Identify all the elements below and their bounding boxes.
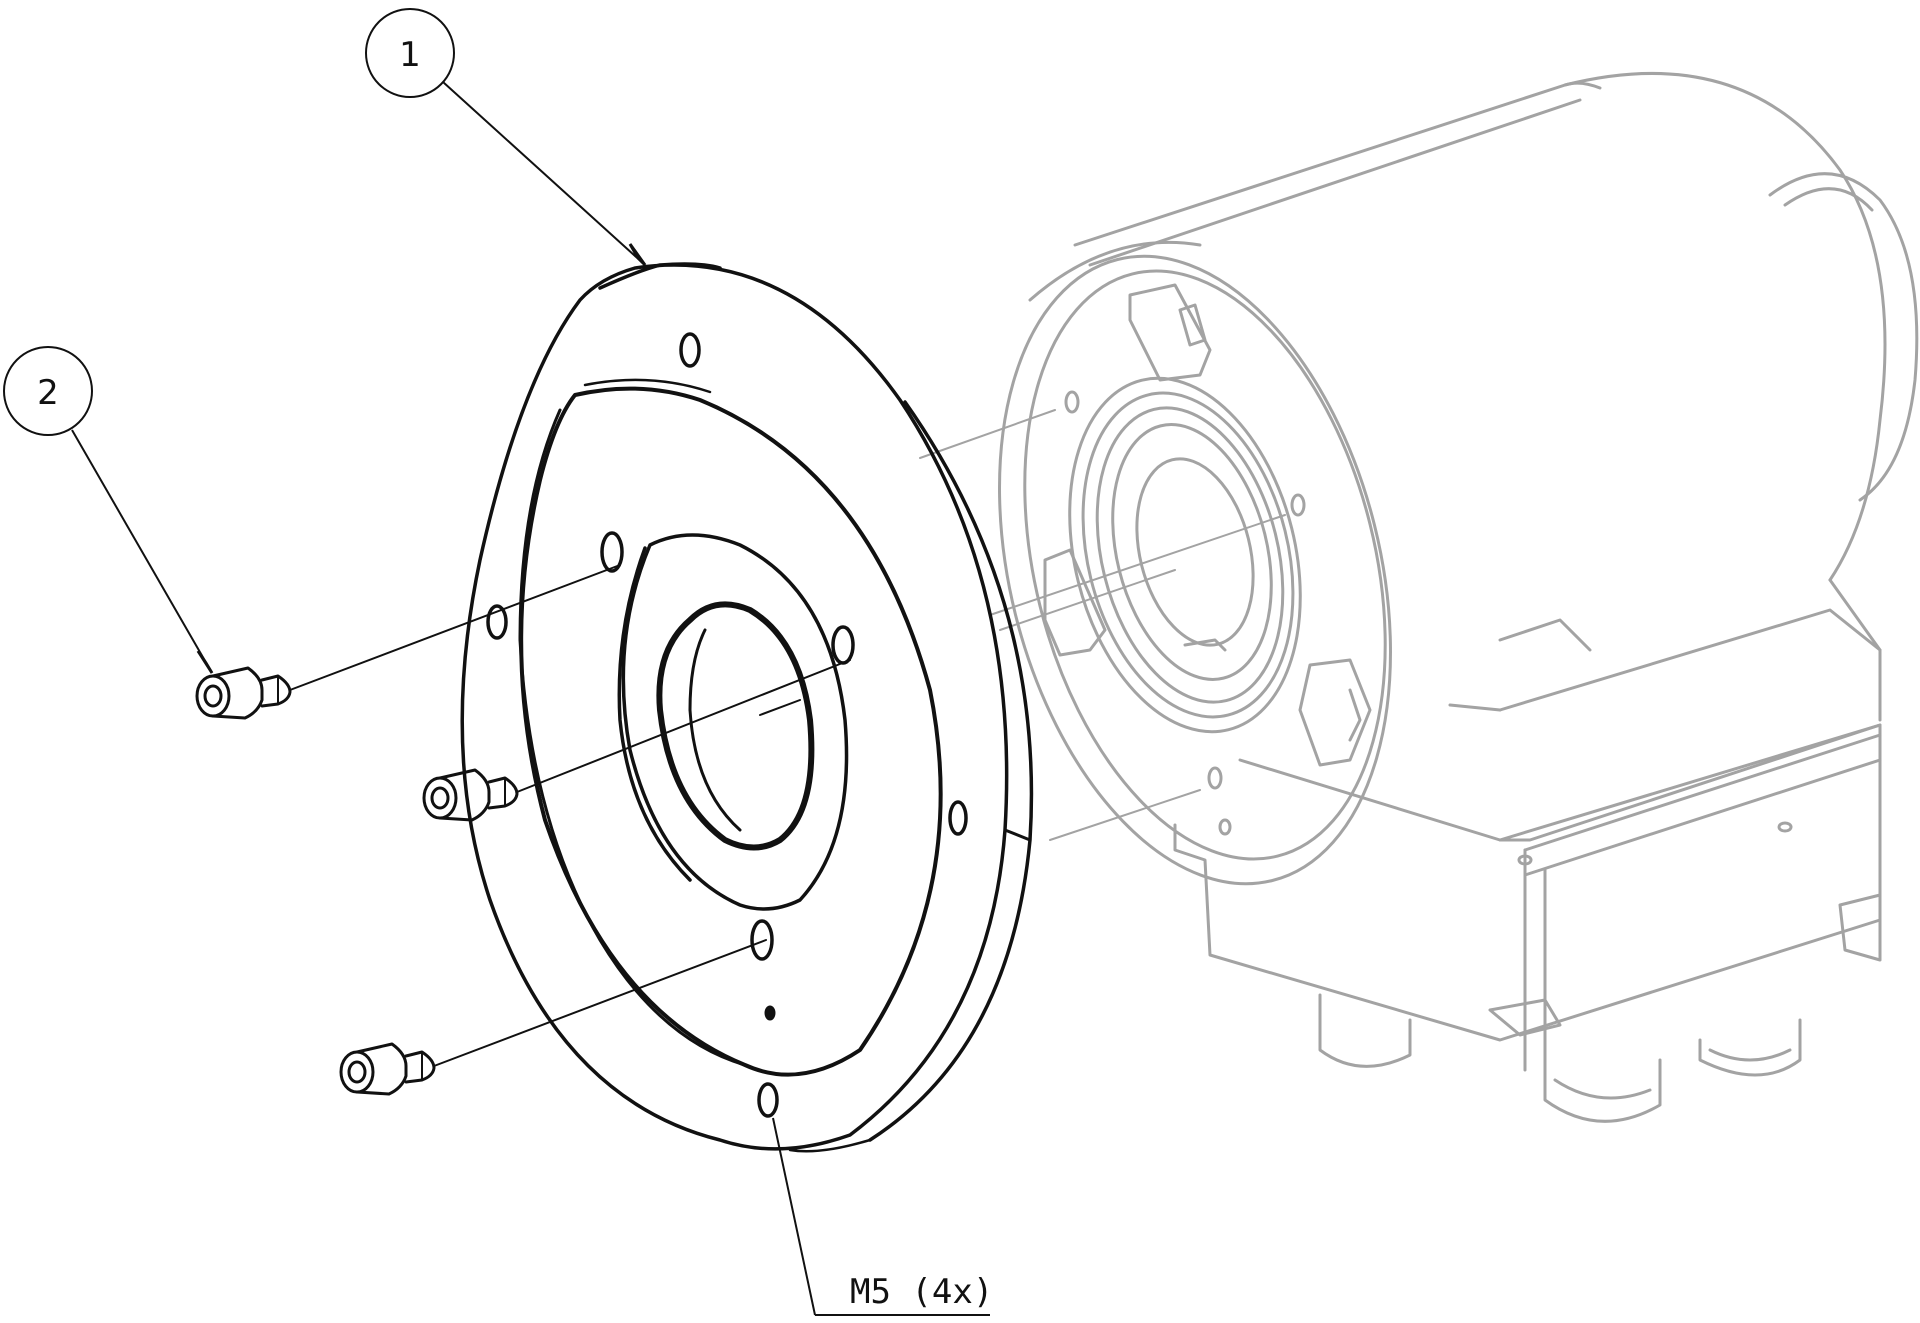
callout-1-label: 1 xyxy=(399,35,421,75)
adapter-flange xyxy=(460,262,1034,1153)
callout-1-leader xyxy=(442,81,646,266)
callout-2-label: 2 xyxy=(37,373,59,413)
callout-1: 1 xyxy=(365,8,647,267)
screw-middle xyxy=(422,768,519,822)
callout-1-bubble xyxy=(365,8,455,98)
callout-2-bubble xyxy=(3,346,93,436)
callout-2-leader xyxy=(71,429,213,674)
assembly-axis-lines xyxy=(919,409,1286,841)
thread-note-text: M5 (4x) xyxy=(850,1272,993,1312)
screw-bottom xyxy=(339,1042,436,1096)
callout-2: 2 xyxy=(3,346,214,674)
thread-note-leader xyxy=(772,1117,816,1316)
encoder-housing-phantom xyxy=(998,71,1919,886)
screw-top xyxy=(195,666,292,720)
screw-axis-lines xyxy=(289,564,851,1067)
thread-note: M5 (4x) xyxy=(772,1117,993,1316)
connector-housing-phantom xyxy=(1173,608,1882,1123)
